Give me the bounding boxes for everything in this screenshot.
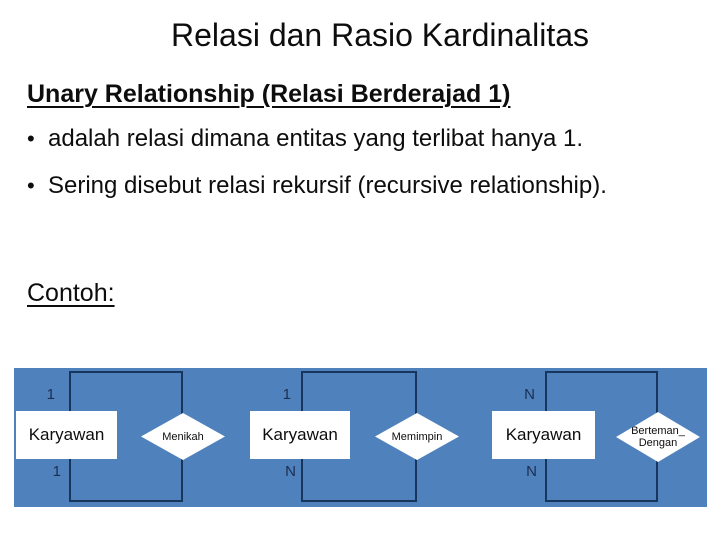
entity-box: Karyawan <box>492 411 595 459</box>
example-label: Contoh: <box>27 279 115 307</box>
bullet-list: adalah relasi dimana entitas yang terlib… <box>27 122 717 202</box>
cardinality-bottom: 1 <box>52 463 61 480</box>
entity-label: Karyawan <box>505 425 582 444</box>
cardinality-bottom: N <box>285 463 296 480</box>
section-heading: Unary Relationship (Relasi Berderajad 1) <box>27 80 511 108</box>
entity-label: Karyawan <box>28 425 105 444</box>
slide-title: Relasi dan Rasio Kardinalitas <box>171 17 589 53</box>
entity-box: Karyawan <box>16 411 117 459</box>
bullet-item: adalah relasi dimana entitas yang terlib… <box>27 122 717 155</box>
cardinality-top: 1 <box>46 386 55 403</box>
bullet-item: Sering disebut relasi rekursif (recursiv… <box>27 169 717 202</box>
cardinality-top: N <box>524 386 535 403</box>
entity-label: Karyawan <box>262 425 338 444</box>
entity-box: Karyawan <box>250 411 350 459</box>
relation-label-line2: Dengan <box>638 437 678 449</box>
cardinality-bottom: N <box>526 463 537 480</box>
relation-label: Berteman_ <box>631 425 685 437</box>
cardinality-top: 1 <box>282 386 291 403</box>
relation-label: Memimpin <box>391 430 443 443</box>
er-diagram-panel: 1 1 Karyawan Menikah 1 N Karyawan Memimp… <box>14 368 707 507</box>
relation-label: Menikah <box>162 430 204 443</box>
